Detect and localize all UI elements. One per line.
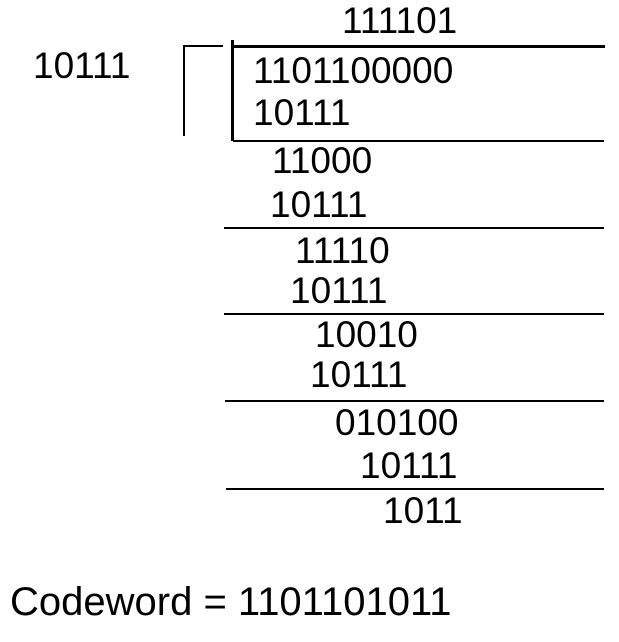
subtraction-rule-4 xyxy=(225,400,604,402)
divisor-value: 10111 xyxy=(33,45,131,86)
step2-subtrahend: 10111 xyxy=(270,184,368,225)
step5-subtrahend: 10111 xyxy=(360,445,458,486)
bracket-top-segment-line xyxy=(183,45,223,47)
bracket-main-vertical-line xyxy=(231,40,234,141)
step4-subtrahend: 10111 xyxy=(310,354,408,395)
subtraction-rule-3 xyxy=(224,313,604,315)
quotient-value: 111101 xyxy=(342,0,458,41)
step1-subtrahend: 10111 xyxy=(253,92,351,133)
subtraction-rule-5 xyxy=(226,488,604,490)
step5-remainder: 010100 xyxy=(335,402,459,443)
step2-remainder: 11000 xyxy=(272,140,373,181)
codeword-result-text: Codeword = 1101101011 xyxy=(10,580,452,624)
dividend-value: 1101100000 xyxy=(253,50,454,91)
subtraction-rule-1 xyxy=(233,140,604,142)
quotient-rule-line xyxy=(232,45,605,48)
step3-subtrahend: 10111 xyxy=(290,270,388,311)
bracket-left-vertical-line xyxy=(183,45,185,136)
step3-remainder: 11110 xyxy=(295,230,390,271)
final-remainder-value: 1011 xyxy=(383,490,463,531)
subtraction-rule-2 xyxy=(224,227,604,229)
step4-remainder: 10010 xyxy=(315,314,418,355)
